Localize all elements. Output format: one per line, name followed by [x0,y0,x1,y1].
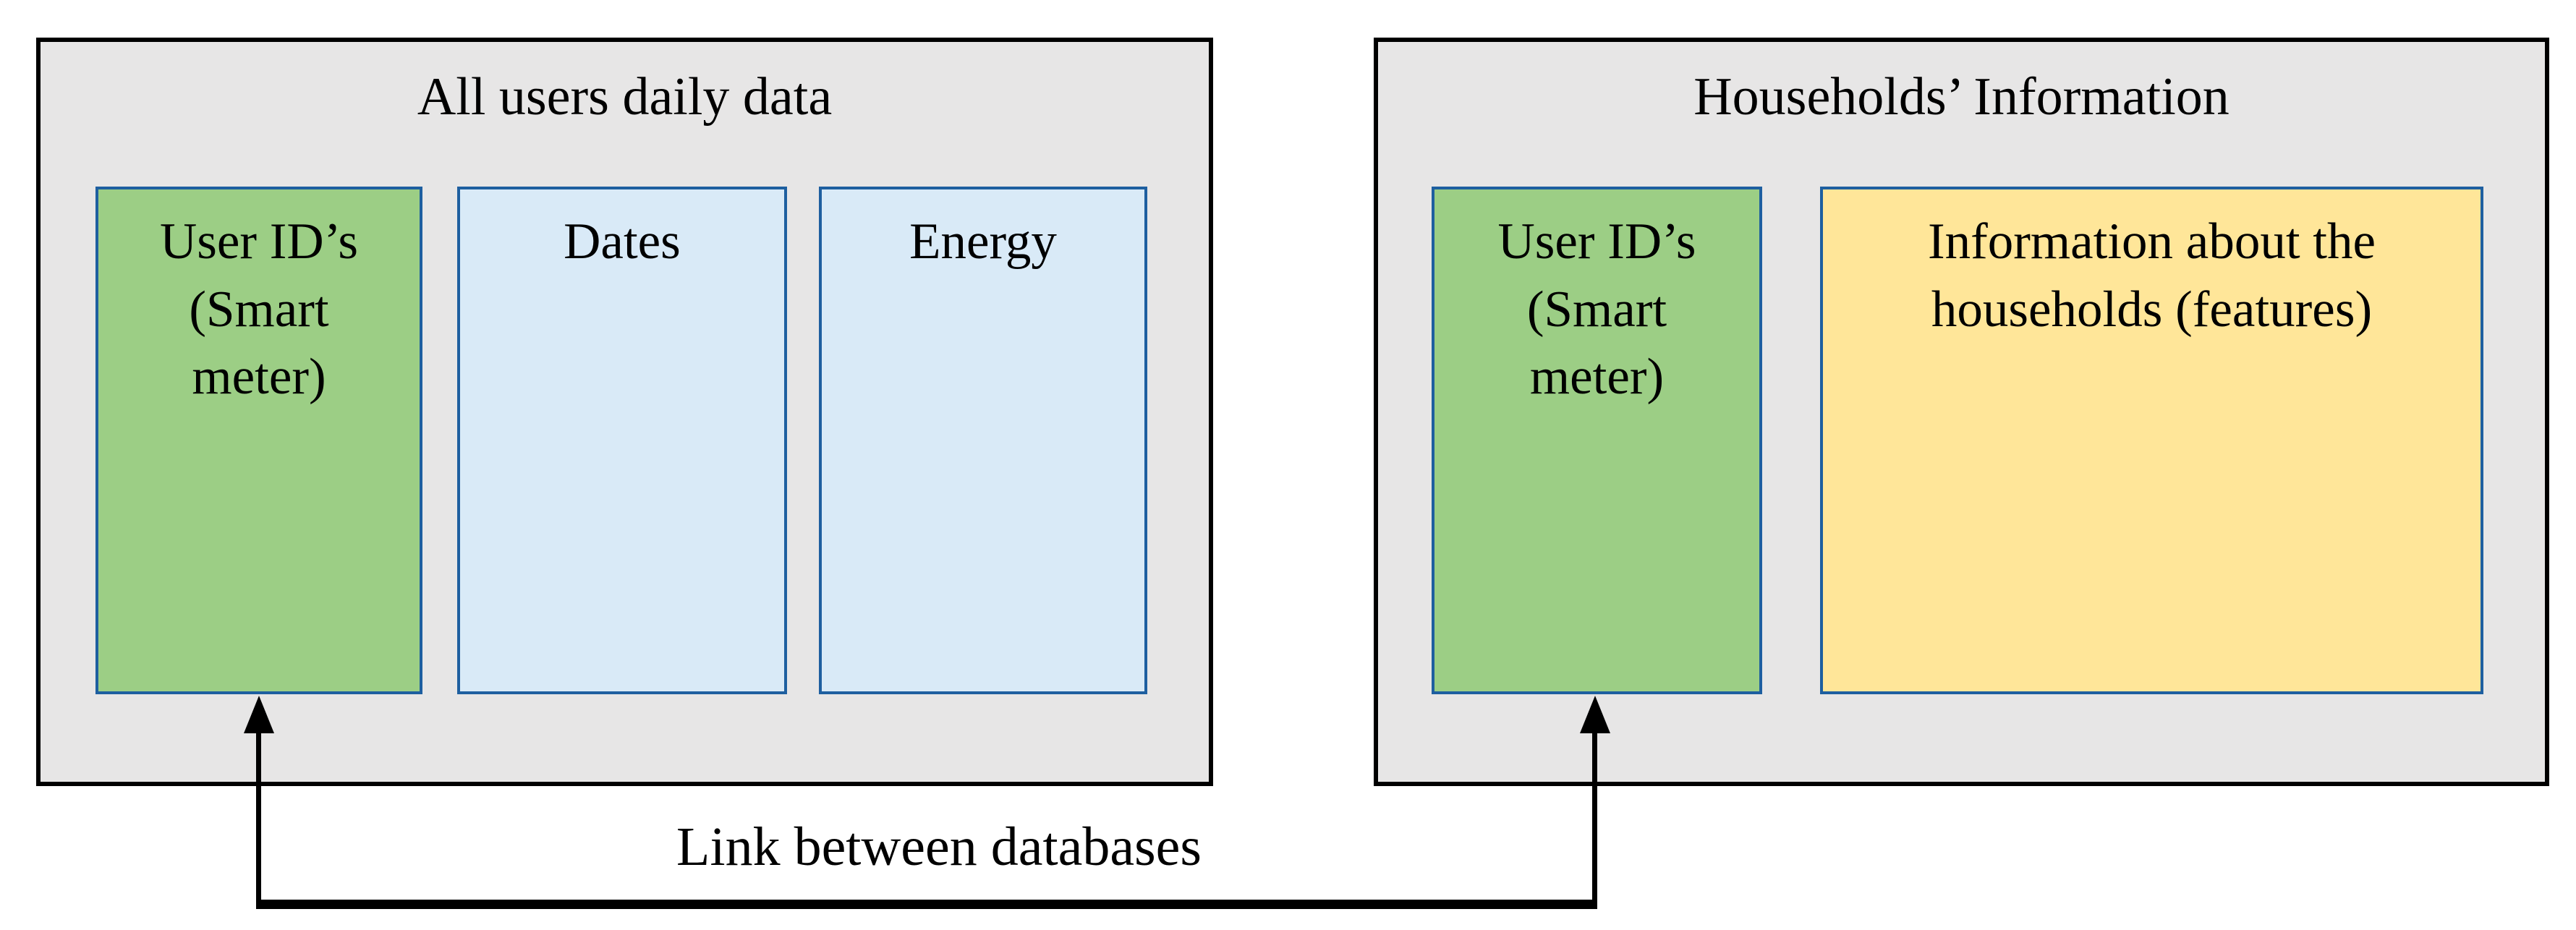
column-household-features: Information about the households (featur… [1820,187,2483,694]
arrow-up-icon-right [1580,696,1610,733]
column-label-line: (Smart [1526,281,1667,338]
column-label-line: User ID’s [159,213,359,270]
column-dates: Dates [457,187,787,694]
column-label-line: households (features) [1931,281,2373,338]
column-user-ids-right: User ID’s (Smart meter) [1432,187,1762,694]
column-label-line: (Smart [189,281,329,338]
column-label-line: Dates [564,213,681,270]
link-connector-left-vertical [256,729,261,909]
column-label-line: Information about the [1927,213,2376,270]
right-panel-title: Households’ Information [1693,67,2229,127]
link-connector-right-vertical [1592,729,1597,909]
link-label: Link between databases [676,816,1202,877]
arrow-up-icon-left [244,696,274,733]
column-label-line: Energy [909,213,1057,270]
column-label-line: meter) [1529,349,1665,406]
column-label-line: User ID’s [1497,213,1696,270]
column-label-line: meter) [192,349,326,406]
column-energy: Energy [819,187,1147,694]
link-connector-horizontal [256,900,1597,909]
column-user-ids-left: User ID’s (Smart meter) [95,187,422,694]
left-panel-title: All users daily data [417,67,833,127]
